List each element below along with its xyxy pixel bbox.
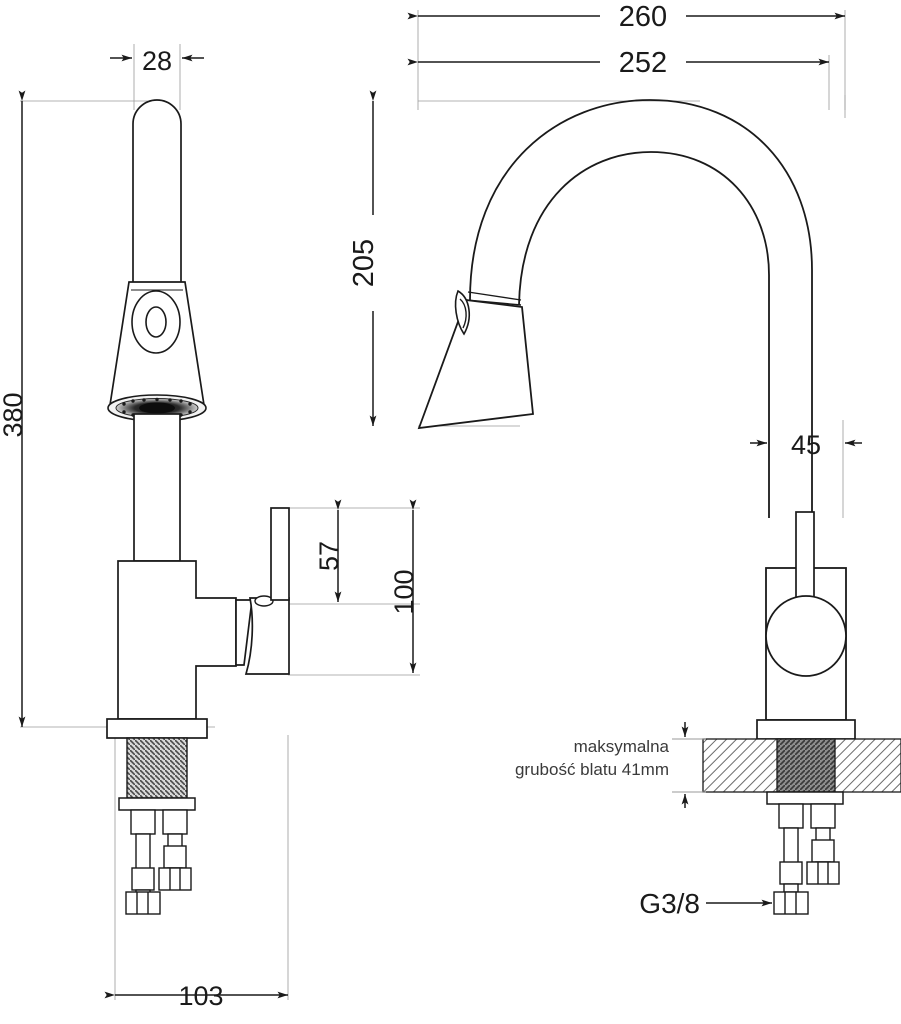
dimension-103-label: 103 <box>178 981 223 1011</box>
countertop-slab <box>702 738 901 793</box>
side-sprayer-head <box>417 291 534 430</box>
dimension-103: 103 <box>104 981 288 1011</box>
aerator-face <box>107 394 207 422</box>
dimension-100: 100 <box>389 499 419 673</box>
faucet-body <box>117 560 237 720</box>
note-line-1: maksymalna <box>574 737 670 756</box>
handle-hub <box>235 595 290 675</box>
front-elevation-view: 28 380 103 57 100 <box>0 44 420 1011</box>
sprayer-wand <box>132 99 182 286</box>
dimension-380: 380 <box>0 90 28 727</box>
g38-callout: G3/8 <box>639 888 772 919</box>
side-mounting-flange <box>756 719 856 740</box>
side-supply-connector-nuts <box>773 861 840 915</box>
side-spray-mode-button-icon <box>454 289 471 336</box>
counter-thickness-note: maksymalna grubość blatu 41mm <box>515 737 670 779</box>
side-mounting-washer <box>766 791 844 805</box>
dimension-45: 45 <box>750 430 862 460</box>
side-projection-lines <box>417 10 846 518</box>
dimension-45-label: 45 <box>791 430 821 460</box>
dimension-380-label: 380 <box>0 392 28 437</box>
side-supply-hoses <box>778 803 836 893</box>
dimension-260: 260 <box>407 0 845 33</box>
spray-mode-button-icon <box>131 290 181 354</box>
dimension-260-label: 260 <box>619 1 667 33</box>
g38-label: G3/8 <box>639 888 700 919</box>
counter-thickness-dimension <box>672 722 706 808</box>
riser-tube <box>133 413 181 562</box>
front-projection-lines <box>20 44 420 1000</box>
dimension-252: 252 <box>407 46 829 79</box>
dimension-57-label: 57 <box>314 541 344 571</box>
dimension-205: 205 <box>348 90 390 426</box>
dimension-205-label: 205 <box>348 239 380 287</box>
side-handle-hub-icon <box>765 595 847 677</box>
dimension-100-label: 100 <box>389 569 419 614</box>
mounting-flange <box>106 718 208 739</box>
dimension-57: 57 <box>314 499 344 602</box>
mounting-washer <box>118 797 196 811</box>
supply-connector-nuts <box>125 867 192 915</box>
side-section-view: maksymalna grubość blatu 41mm <box>348 0 901 919</box>
gooseneck-spout <box>469 99 813 518</box>
note-line-2: grubość blatu 41mm <box>515 760 669 779</box>
dimension-252-label: 252 <box>619 47 667 79</box>
dimension-28: 28 <box>110 46 204 76</box>
threaded-shank <box>126 737 188 799</box>
dimension-28-label: 28 <box>142 46 172 76</box>
lever-handle <box>270 507 290 601</box>
